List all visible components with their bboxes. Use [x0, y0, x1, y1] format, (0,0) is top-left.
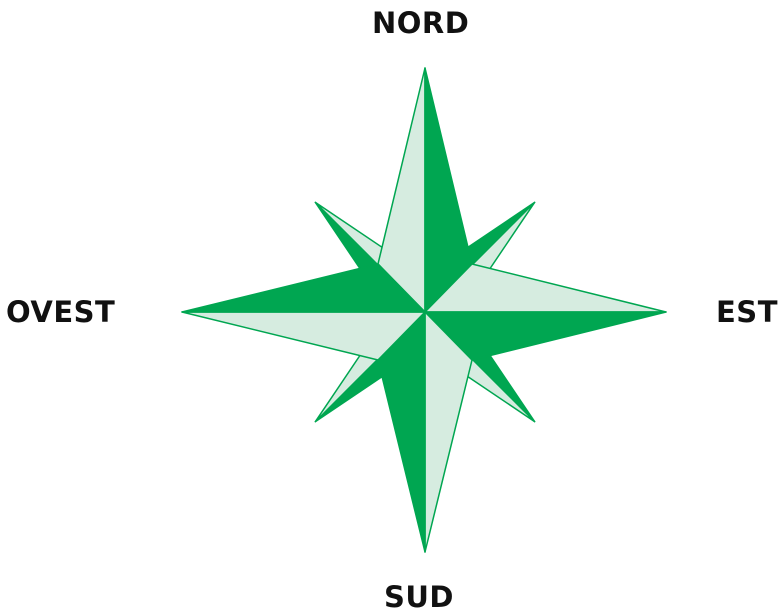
north-label: NORD [372, 6, 469, 40]
east-label: EST [716, 295, 778, 329]
west-label: OVEST [6, 295, 115, 329]
south-label: SUD [384, 580, 454, 614]
cardinal-points [182, 68, 666, 552]
